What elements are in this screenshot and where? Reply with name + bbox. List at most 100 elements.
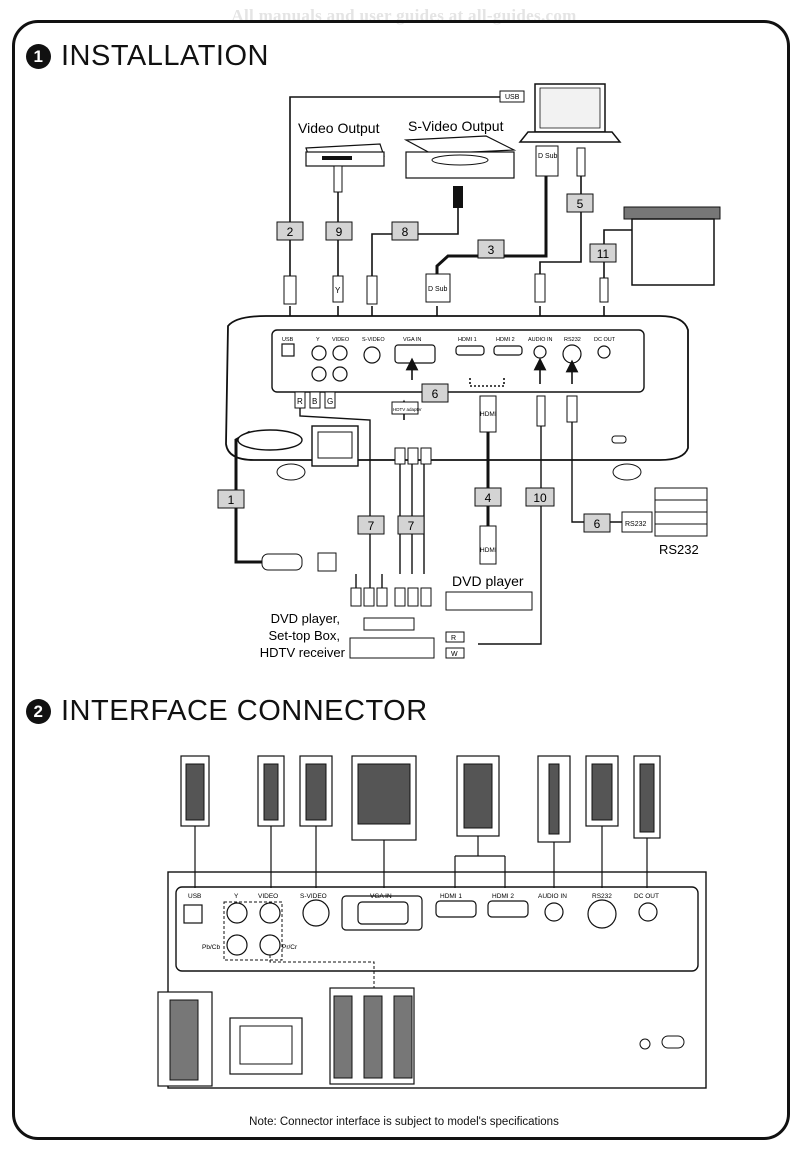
audio-plug-r-icon bbox=[445, 631, 465, 643]
plug-y-text: Y bbox=[335, 286, 341, 295]
hdtv-adapter-text: HDTV adapter bbox=[393, 407, 422, 412]
plug-rs232-text: RS232 bbox=[625, 521, 647, 528]
audio-plug-w-icon bbox=[445, 647, 465, 659]
cable-number-2: 2 bbox=[287, 225, 294, 239]
dsub-plug-icon bbox=[425, 273, 451, 303]
plug-dsub-text: D Sub bbox=[428, 286, 448, 293]
hdmi-split-dashed bbox=[469, 378, 505, 387]
plug-g-text: G bbox=[327, 397, 333, 406]
video-output-device-icon bbox=[305, 143, 385, 167]
cable-number-9: 9 bbox=[336, 225, 343, 239]
section-installation-title: 1 INSTALLATION bbox=[26, 40, 269, 73]
footnote: Note: Connector interface is subject to … bbox=[249, 1116, 559, 1128]
if-port-y-label: Y bbox=[234, 893, 239, 900]
plug-usb-text: USB bbox=[505, 94, 520, 101]
port-usb-label: USB bbox=[282, 337, 294, 343]
hdmi-plug-icon bbox=[479, 525, 497, 565]
cable-number-7: 7 bbox=[368, 519, 375, 533]
cable-number-box bbox=[397, 515, 425, 535]
dvd-player-label: DVD player bbox=[452, 573, 524, 589]
port-y-label: Y bbox=[316, 337, 320, 343]
plug-b-text: B bbox=[312, 397, 317, 406]
port-hdmi1-label: HDMI 1 bbox=[458, 337, 477, 343]
if-port-svideo-label: S-VIDEO bbox=[300, 893, 327, 900]
section-interface-title: 2 INTERFACE CONNECTOR bbox=[26, 695, 428, 728]
port-dcout-label: DC OUT bbox=[594, 337, 616, 343]
cable-number-11: 11 bbox=[597, 247, 610, 261]
plug-dsub-text: D Sub bbox=[538, 153, 558, 160]
rca-plug-icon bbox=[332, 275, 344, 303]
dvd-stb-label-1: DVD player, bbox=[271, 611, 340, 626]
if-port-audio-label: AUDIO IN bbox=[538, 893, 567, 900]
plug-r-text: R bbox=[451, 635, 456, 642]
audio-plug-icon bbox=[599, 277, 609, 303]
if-port-rs232-label: RS232 bbox=[592, 893, 612, 900]
interface-connector-diagram bbox=[157, 755, 707, 1089]
audio-plug-icon bbox=[534, 273, 546, 303]
set-top-box-icon bbox=[363, 617, 415, 631]
svideo-plug-icon bbox=[453, 186, 463, 208]
dvd-stb-label-2: Set-top Box, bbox=[268, 628, 340, 643]
cable-number-6: 6 bbox=[432, 387, 439, 401]
svideo-output-device-icon bbox=[403, 135, 517, 179]
page-frame bbox=[12, 20, 790, 1140]
cable-number-boxes bbox=[276, 193, 617, 263]
projector-ports bbox=[281, 343, 611, 382]
plug-hdmi-text: HDMI bbox=[480, 547, 497, 554]
section-number-badge: 2 bbox=[26, 699, 51, 724]
video-output-label: Video Output bbox=[298, 120, 380, 136]
if-port-hdmi1-label: HDMI 1 bbox=[440, 893, 462, 900]
plug-r-text: R bbox=[297, 397, 303, 406]
if-port-usb-label: USB bbox=[188, 893, 201, 900]
section-number-badge: 1 bbox=[26, 44, 51, 69]
usb-plug-icon bbox=[499, 90, 525, 103]
dvd-player-icon bbox=[445, 591, 533, 611]
cable-number-5: 5 bbox=[577, 197, 584, 211]
if-port-pbcb-label: Pb/Cb bbox=[202, 944, 220, 951]
cable-number-box bbox=[217, 489, 245, 509]
cable-number-10: 10 bbox=[533, 491, 547, 505]
port-svideo-label: S-VIDEO bbox=[362, 337, 385, 343]
port-rs232-label: RS232 bbox=[564, 337, 581, 343]
cable-number-3: 3 bbox=[488, 243, 495, 257]
plug-w-text: W bbox=[451, 651, 458, 658]
usb-plug-icon bbox=[283, 275, 297, 305]
cable-number-7: 7 bbox=[408, 519, 415, 533]
dsub-plug-icon bbox=[535, 145, 559, 177]
port-video-label: VIDEO bbox=[332, 337, 350, 343]
cable-number-box bbox=[421, 383, 449, 403]
laptop-icon bbox=[518, 83, 622, 143]
rs232-plug-icon bbox=[566, 395, 578, 423]
if-port-hdmi2-label: HDMI 2 bbox=[492, 893, 514, 900]
if-port-prcr-label: Pr/Cr bbox=[282, 944, 298, 951]
cable-number-8: 8 bbox=[402, 225, 409, 239]
if-port-video-label: VIDEO bbox=[258, 893, 278, 900]
cable-number-box bbox=[357, 515, 385, 535]
audio-plug-icon bbox=[576, 147, 586, 177]
if-port-dcout-label: DC OUT bbox=[634, 893, 659, 900]
audio-plug-icon bbox=[536, 395, 546, 427]
wall-socket-icon bbox=[317, 552, 337, 572]
hdtv-adapter-icon bbox=[391, 401, 419, 415]
cable-number-1: 1 bbox=[228, 493, 235, 507]
svideo-output-label: S-Video Output bbox=[408, 118, 504, 134]
rgb-plugs-bottom bbox=[350, 587, 432, 607]
port-hdmi2-label: HDMI 2 bbox=[496, 337, 515, 343]
cable-number-box bbox=[474, 487, 502, 507]
hdtv-receiver-icon bbox=[349, 637, 435, 659]
cable-number-6: 6 bbox=[594, 517, 601, 531]
dvd-stb-label-3: HDTV receiver bbox=[260, 645, 346, 660]
cable-number-box bbox=[583, 513, 611, 533]
port-vga-label: VGA IN bbox=[403, 337, 421, 343]
section-title-text: INTERFACE CONNECTOR bbox=[61, 695, 428, 727]
port-audio-label: AUDIO IN bbox=[528, 337, 552, 343]
projector-port-labels: USB Y VIDEO S-VIDEO VGA IN HDMI 1 HDMI 2… bbox=[282, 337, 616, 343]
svideo-plug-icon bbox=[366, 275, 378, 305]
section-title-text: INSTALLATION bbox=[61, 40, 269, 72]
projection-screen-icon bbox=[623, 206, 721, 286]
cable-number-box bbox=[525, 487, 555, 507]
wall-plug-icon bbox=[261, 553, 303, 571]
interface-port-labels: USB Y VIDEO S-VIDEO VGA IN HDMI 1 HDMI 2… bbox=[188, 893, 659, 951]
if-port-vga-label: VGA IN bbox=[370, 893, 392, 900]
rs232-device-icon bbox=[654, 487, 708, 537]
